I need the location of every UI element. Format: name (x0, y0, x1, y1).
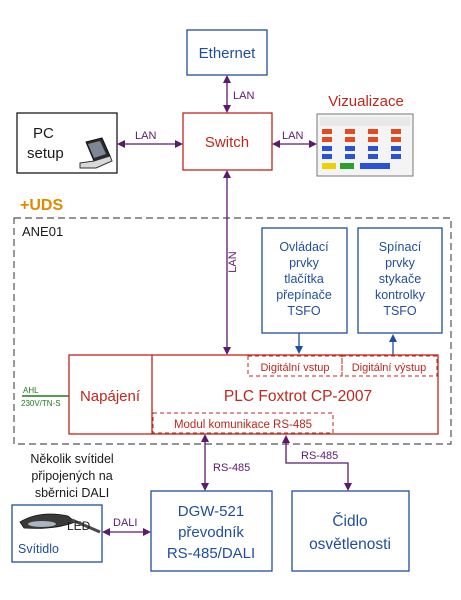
link-plc-dgw: RS-485 (201, 434, 250, 491)
power-spec-label: 230V/TN-S (21, 399, 61, 408)
pc-setup-node: PC setup (16, 112, 118, 174)
plc-label: PLC Foxtrot CP-2007 (224, 388, 372, 405)
lan-label-pc: LAN (135, 130, 156, 142)
spinaci-line4: kontrolky (375, 288, 426, 302)
dali-label: DALI (113, 517, 137, 529)
ethernet-label: Ethernet (199, 45, 257, 62)
vizualizace-label: Vizualizace (328, 93, 404, 110)
link-pc-switch: LAN (117, 130, 183, 148)
pc-label-line1: PC (33, 125, 54, 142)
dgw-converter-node: DGW-521 převodník RS-485/DALI (150, 490, 273, 572)
dgw-line2: převodník (178, 524, 244, 541)
svitidlo-label: Svítidlo (18, 542, 59, 556)
spinaci-line2: prvky (385, 256, 416, 270)
lan-label-plc: LAN (227, 251, 239, 272)
spinaci-line3: stykače (379, 272, 421, 286)
ovladaci-line4: přepínače (276, 288, 332, 302)
dgw-line1: DGW-521 (178, 503, 244, 520)
street-lamp-icon (19, 513, 101, 534)
ovladaci-line1: Ovládací (279, 240, 329, 254)
plc-node: Napájení PLC Foxtrot CP-2007 Digitální v… (68, 354, 439, 435)
ethernet-node: Ethernet (186, 29, 268, 76)
ovladaci-line3: tlačítka (284, 272, 324, 286)
cidlo-osvetlenosti-node: Čidlo osvětlenosti (291, 490, 410, 572)
nekolik-line3: sběrnici DALI (35, 486, 109, 500)
modul-komunikace-label: Modul komunikace RS-485 (174, 419, 312, 431)
link-switch-vizualizace: LAN (272, 130, 317, 148)
ovladaci-line2: prvky (289, 256, 320, 270)
nekolik-line2: připojených na (31, 469, 112, 483)
ane01-label: ANE01 (22, 224, 63, 239)
switch-node: Switch (182, 112, 273, 171)
led-label: LED (67, 519, 91, 533)
spinaci-prvky-node: Spínací prvky stykače kontrolky TSFO (357, 227, 443, 334)
uds-label: +UDS (20, 197, 63, 214)
svitidlo-node: LED Svítidlo (11, 504, 103, 563)
power-supply-line: AHL 230V/TN-S (21, 386, 69, 408)
napajeni-label: Napájení (80, 388, 141, 405)
rs485-label-dgw: RS-485 (213, 462, 250, 474)
cidlo-line1: Čidlo (332, 513, 367, 530)
link-dali: DALI (102, 517, 151, 536)
switch-label: Switch (205, 134, 249, 151)
dgw-line3: RS-485/DALI (167, 545, 255, 562)
spinaci-line5: TSFO (383, 304, 417, 318)
cidlo-line2: osvětlenosti (309, 536, 391, 553)
link-switch-plc: LAN (223, 170, 239, 355)
link-plc-cidlo: RS-485 (282, 435, 352, 491)
digitalni-vstup-label: Digitální vstup (260, 362, 329, 374)
pc-label-line2: setup (27, 145, 64, 162)
rs485-label-cidlo: RS-485 (301, 450, 338, 462)
ahl-label: AHL (23, 386, 39, 395)
link-ethernet-switch: LAN (223, 75, 254, 113)
ovladaci-prvky-node: Ovládací prvky tlačítka přepínače TSFO (261, 227, 348, 334)
lan-label-ethernet: LAN (233, 90, 254, 102)
spinaci-line1: Spínací (379, 240, 422, 254)
lan-label-viz: LAN (282, 130, 303, 142)
digitalni-vystup-label: Digitální výstup (352, 362, 427, 374)
ovladaci-line5: TSFO (287, 304, 321, 318)
ane01-enclosure: ANE01 (13, 217, 452, 445)
nekolik-line1: Několik svítidel (30, 452, 113, 466)
visualization-screenshot-icon (316, 113, 414, 177)
laptop-icon (79, 137, 113, 169)
